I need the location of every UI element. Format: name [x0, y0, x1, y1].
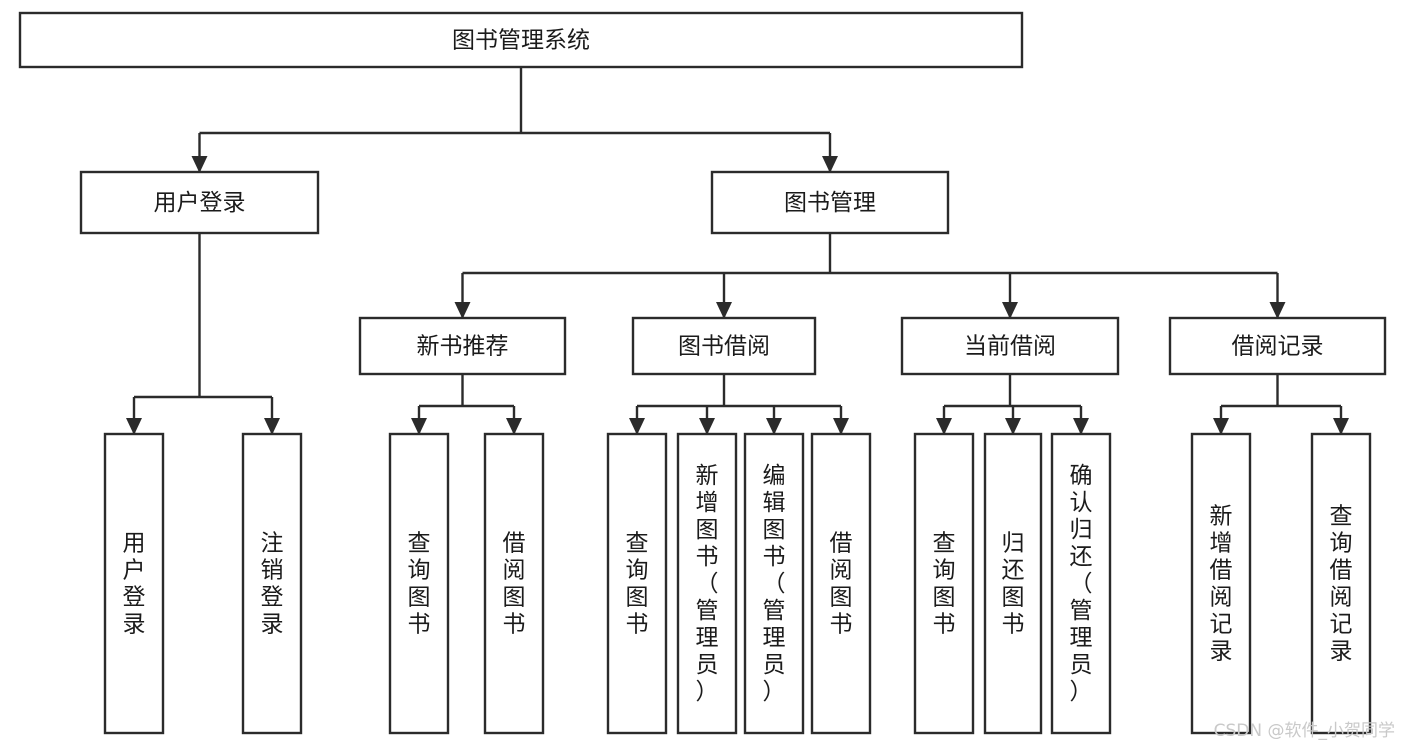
arrow-head-borrow-record — [1269, 302, 1286, 319]
node-box-leaf-add-book[interactable] — [676, 432, 738, 735]
node-box-leaf-confirm-return[interactable] — [1050, 432, 1112, 735]
node-label-leaf-query-book-current: 查询图书 — [933, 531, 956, 638]
node-label-leaf-return-book: 归还图书 — [1002, 531, 1025, 638]
nodes-layer: 图书管理系统用户登录图书管理新书推荐图书借阅当前借阅借阅记录用户登录注销登录查询… — [18, 11, 1387, 735]
node-label-leaf-query-borrow-record: 查询借阅记录 — [1330, 504, 1353, 665]
arrow-head-book-borrow — [716, 302, 732, 319]
node-leaf-return-book[interactable]: 归还图书 — [983, 432, 1043, 735]
node-label-leaf-edit-book: 编辑图书（管理员） — [763, 463, 786, 705]
node-label-leaf-borrow-book-recommend: 借阅图书 — [503, 531, 526, 638]
arrow-head-leaf-add-book — [699, 418, 715, 435]
arrow-head-leaf-add-borrow-record — [1213, 418, 1229, 435]
arrow-head-leaf-borrow-book-recommend — [506, 418, 522, 435]
node-box-root[interactable] — [18, 11, 1024, 69]
node-leaf-edit-book[interactable]: 编辑图书（管理员） — [743, 432, 805, 735]
node-label-leaf-query-book-recommend: 查询图书 — [408, 531, 431, 638]
node-leaf-query-borrow-record[interactable]: 查询借阅记录 — [1310, 432, 1372, 735]
arrow-head-leaf-query-borrow-record — [1333, 418, 1349, 435]
node-leaf-query-book-borrow[interactable]: 查询图书 — [606, 432, 668, 735]
node-leaf-borrow-book[interactable]: 借阅图书 — [810, 432, 872, 735]
node-box-leaf-query-book-current[interactable] — [913, 432, 975, 735]
node-leaf-user-login[interactable]: 用户登录 — [103, 432, 165, 735]
arrow-head-user-login — [191, 156, 208, 173]
node-leaf-borrow-book-recommend[interactable]: 借阅图书 — [483, 432, 545, 735]
node-box-leaf-query-borrow-record[interactable] — [1310, 432, 1372, 735]
node-label-new-book-recommend: 新书推荐 — [417, 334, 509, 360]
node-box-book-management[interactable] — [710, 170, 950, 235]
node-label-leaf-borrow-book: 借阅图书 — [830, 531, 853, 638]
node-box-leaf-borrow-book-recommend[interactable] — [483, 432, 545, 735]
connectors-layer — [126, 67, 1349, 435]
arrow-head-leaf-edit-book — [766, 418, 782, 435]
node-label-borrow-record: 借阅记录 — [1232, 334, 1324, 360]
node-label-leaf-logout: 注销登录 — [261, 531, 284, 638]
node-label-current-borrow: 当前借阅 — [964, 334, 1056, 360]
arrow-head-leaf-query-book-recommend — [411, 418, 427, 435]
node-label-leaf-query-book-borrow: 查询图书 — [626, 531, 649, 638]
node-label-book-management: 图书管理 — [784, 190, 876, 216]
node-leaf-logout[interactable]: 注销登录 — [241, 432, 303, 735]
node-label-leaf-add-book: 新增图书（管理员） — [696, 463, 719, 705]
arrow-head-leaf-user-login — [126, 418, 142, 435]
node-box-leaf-logout[interactable] — [241, 432, 303, 735]
node-label-book-borrow: 图书借阅 — [678, 334, 770, 360]
node-leaf-add-book[interactable]: 新增图书（管理员） — [676, 432, 738, 735]
node-box-leaf-return-book[interactable] — [983, 432, 1043, 735]
arrow-head-current-borrow — [1002, 302, 1018, 319]
node-box-user-login[interactable] — [79, 170, 320, 235]
node-leaf-confirm-return[interactable]: 确认归还（管理员） — [1050, 432, 1112, 735]
node-label-leaf-user-login: 用户登录 — [123, 531, 146, 638]
node-box-new-book-recommend[interactable] — [358, 316, 567, 376]
arrow-head-book-management — [822, 156, 838, 173]
node-box-leaf-add-borrow-record[interactable] — [1190, 432, 1252, 735]
arrow-head-leaf-query-book-borrow — [629, 418, 645, 435]
node-label-root: 图书管理系统 — [452, 28, 590, 54]
node-box-leaf-edit-book[interactable] — [743, 432, 805, 735]
node-label-leaf-confirm-return: 确认归还（管理员） — [1070, 463, 1093, 705]
arrow-head-leaf-query-book-current — [936, 418, 952, 435]
node-borrow-record[interactable]: 借阅记录 — [1168, 316, 1387, 376]
node-leaf-add-borrow-record[interactable]: 新增借阅记录 — [1190, 432, 1252, 735]
arrow-head-leaf-logout — [264, 418, 280, 435]
node-label-user-login: 用户登录 — [154, 190, 246, 216]
csdn-watermark: CSDN @软件_小贺同学 — [1213, 721, 1395, 741]
node-root[interactable]: 图书管理系统 — [18, 11, 1024, 69]
arrow-head-new-book-recommend — [454, 302, 471, 319]
node-box-leaf-query-book-recommend[interactable] — [388, 432, 450, 735]
node-new-book-recommend[interactable]: 新书推荐 — [358, 316, 567, 376]
arrow-head-leaf-confirm-return — [1073, 418, 1089, 435]
node-box-borrow-record[interactable] — [1168, 316, 1387, 376]
node-box-current-borrow[interactable] — [900, 316, 1120, 376]
node-box-leaf-user-login[interactable] — [103, 432, 165, 735]
node-label-leaf-add-borrow-record: 新增借阅记录 — [1210, 504, 1233, 665]
node-current-borrow[interactable]: 当前借阅 — [900, 316, 1120, 376]
arrow-head-leaf-return-book — [1005, 418, 1021, 435]
node-box-book-borrow[interactable] — [631, 316, 817, 376]
node-leaf-query-book-recommend[interactable]: 查询图书 — [388, 432, 450, 735]
node-box-leaf-query-book-borrow[interactable] — [606, 432, 668, 735]
node-book-borrow[interactable]: 图书借阅 — [631, 316, 817, 376]
arrow-head-leaf-borrow-book — [833, 418, 849, 435]
node-leaf-query-book-current[interactable]: 查询图书 — [913, 432, 975, 735]
node-box-leaf-borrow-book[interactable] — [810, 432, 872, 735]
node-book-management[interactable]: 图书管理 — [710, 170, 950, 235]
node-user-login[interactable]: 用户登录 — [79, 170, 320, 235]
